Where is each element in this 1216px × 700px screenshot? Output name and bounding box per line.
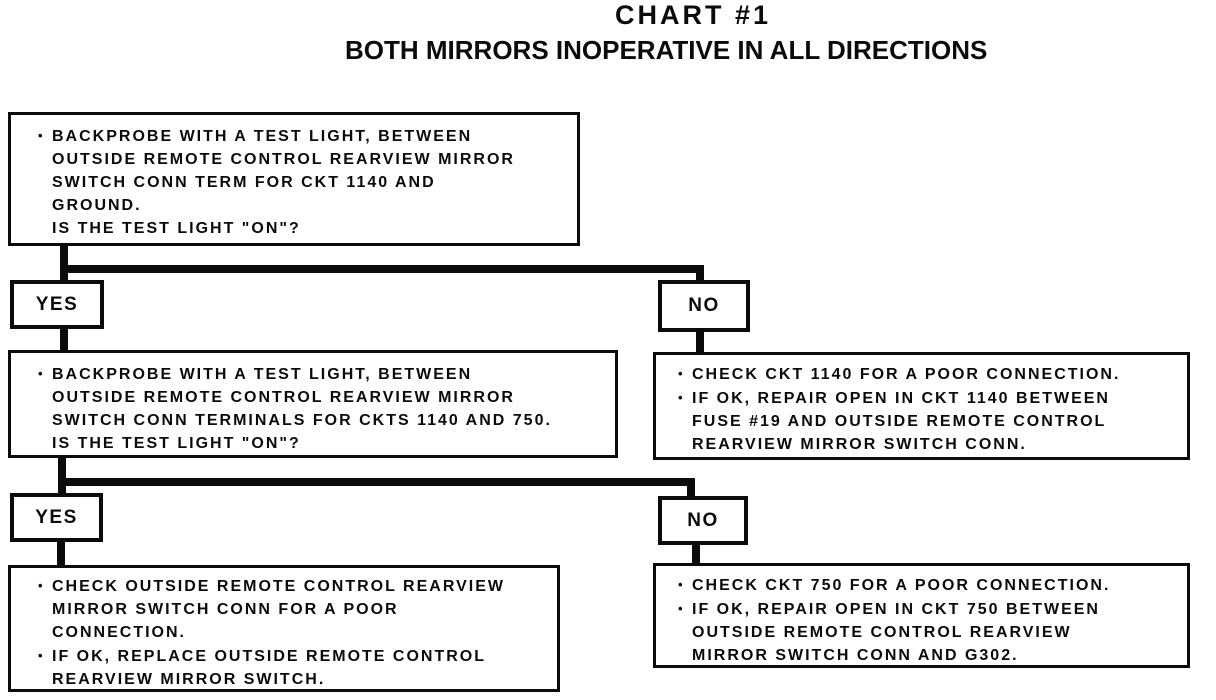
decision-label-text: NO bbox=[687, 509, 719, 531]
bullet-icon: • bbox=[38, 578, 43, 593]
box-line: MIRROR SWITCH CONN FOR A POOR bbox=[38, 598, 553, 621]
connector-yes2-a2 bbox=[57, 539, 65, 567]
box-line: OUTSIDE REMOTE CONTROL REARVIEW MIRROR bbox=[38, 148, 573, 171]
connector-no1-a1 bbox=[696, 330, 704, 354]
box-line-text: FUSE #19 AND OUTSIDE REMOTE CONTROL bbox=[692, 413, 1107, 430]
decision-label-no-2: NO bbox=[658, 496, 748, 545]
box-line: • CHECK OUTSIDE REMOTE CONTROL REARVIEW bbox=[38, 574, 553, 598]
box-line-text: IF OK, REPAIR OPEN IN CKT 1140 BETWEEN bbox=[692, 390, 1110, 407]
box-line-text: IF OK, REPLACE OUTSIDE REMOTE CONTROL bbox=[52, 648, 487, 665]
box-line-text: IF OK, REPAIR OPEN IN CKT 750 BETWEEN bbox=[692, 601, 1100, 618]
decision-label-yes-2: YES bbox=[10, 493, 103, 542]
box-line: IS THE TEST LIGHT "ON"? bbox=[38, 217, 573, 240]
connector-q1-no-drop bbox=[696, 265, 704, 282]
action-box-no-2: • CHECK CKT 750 FOR A POOR CONNECTION. • I… bbox=[653, 563, 1190, 668]
connector-q2-trunk bbox=[58, 455, 66, 495]
box-line: • BACKPROBE WITH A TEST LIGHT, BETWEEN bbox=[38, 124, 573, 148]
bullet-icon: • bbox=[38, 366, 43, 381]
box-line: IS THE TEST LIGHT "ON"? bbox=[38, 432, 611, 455]
box-line: • BACKPROBE WITH A TEST LIGHT, BETWEEN bbox=[38, 362, 611, 386]
decision-label-text: YES bbox=[35, 293, 79, 315]
box-line: REARVIEW MIRROR SWITCH CONN. bbox=[678, 433, 1183, 456]
question-box-1: • BACKPROBE WITH A TEST LIGHT, BETWEEN OU… bbox=[8, 112, 580, 246]
connector-q1-trunk bbox=[60, 242, 68, 282]
box-line-text: BACKPROBE WITH A TEST LIGHT, BETWEEN bbox=[52, 128, 473, 145]
box-line-text: CHECK OUTSIDE REMOTE CONTROL REARVIEW bbox=[52, 578, 505, 595]
box-line: SWITCH CONN TERMINALS FOR CKTS 1140 AND … bbox=[38, 409, 611, 432]
box-line: • CHECK CKT 750 FOR A POOR CONNECTION. bbox=[678, 573, 1183, 597]
decision-label-no-1: NO bbox=[658, 280, 750, 332]
box-line-text: REARVIEW MIRROR SWITCH CONN. bbox=[692, 436, 1027, 453]
box-line: FUSE #19 AND OUTSIDE REMOTE CONTROL bbox=[678, 410, 1183, 433]
box-line-text: SWITCH CONN TERM FOR CKT 1140 AND bbox=[52, 174, 436, 191]
bullet-icon: • bbox=[38, 128, 43, 143]
box-line-text: CONNECTION. bbox=[52, 624, 186, 641]
bullet-icon: • bbox=[678, 601, 683, 616]
box-line: SWITCH CONN TERM FOR CKT 1140 AND bbox=[38, 171, 573, 194]
box-line: OUTSIDE REMOTE CONTROL REARVIEW MIRROR bbox=[38, 386, 611, 409]
chart-subtitle: BOTH MIRRORS INOPERATIVE IN ALL DIRECTIO… bbox=[345, 35, 988, 65]
box-line-text: OUTSIDE REMOTE CONTROL REARVIEW bbox=[692, 624, 1072, 641]
decision-label-yes-1: YES bbox=[10, 280, 104, 329]
bullet-icon: • bbox=[678, 390, 683, 405]
box-line: • IF OK, REPAIR OPEN IN CKT 1140 BETWEEN bbox=[678, 386, 1183, 410]
box-line-text: IS THE TEST LIGHT "ON"? bbox=[52, 435, 301, 452]
connector-q2-horizontal bbox=[58, 478, 695, 486]
box-line: OUTSIDE REMOTE CONTROL REARVIEW bbox=[678, 621, 1183, 644]
connector-q2-no-drop bbox=[687, 478, 695, 498]
box-line-text: CHECK CKT 750 FOR A POOR CONNECTION. bbox=[692, 577, 1111, 594]
decision-label-text: NO bbox=[688, 295, 720, 316]
action-box-no-1: • CHECK CKT 1140 FOR A POOR CONNECTION. •… bbox=[653, 352, 1190, 460]
box-line-text: MIRROR SWITCH CONN FOR A POOR bbox=[52, 601, 399, 618]
box-line: • CHECK CKT 1140 FOR A POOR CONNECTION. bbox=[678, 362, 1183, 386]
connector-yes1-q2 bbox=[60, 326, 68, 352]
box-line: REARVIEW MIRROR SWITCH. bbox=[38, 668, 553, 691]
box-line-text: MIRROR SWITCH CONN AND G302. bbox=[692, 647, 1019, 664]
box-line-text: CHECK CKT 1140 FOR A POOR CONNECTION. bbox=[692, 366, 1121, 383]
bullet-icon: • bbox=[678, 366, 683, 381]
box-line-text: OUTSIDE REMOTE CONTROL REARVIEW MIRROR bbox=[52, 389, 515, 406]
connector-no2-a3 bbox=[692, 543, 700, 565]
box-line: MIRROR SWITCH CONN AND G302. bbox=[678, 644, 1183, 667]
action-box-yes-2: • CHECK OUTSIDE REMOTE CONTROL REARVIEW M… bbox=[8, 565, 560, 692]
box-line: CONNECTION. bbox=[38, 621, 553, 644]
bullet-icon: • bbox=[38, 648, 43, 663]
box-line: GROUND. bbox=[38, 194, 573, 217]
box-line: • IF OK, REPAIR OPEN IN CKT 750 BETWEEN bbox=[678, 597, 1183, 621]
bullet-icon: • bbox=[678, 577, 683, 592]
box-line-text: GROUND. bbox=[52, 197, 142, 214]
chart-title: CHART #1 bbox=[615, 0, 772, 30]
question-box-2: • BACKPROBE WITH A TEST LIGHT, BETWEEN OU… bbox=[8, 350, 618, 458]
box-line-text: SWITCH CONN TERMINALS FOR CKTS 1140 AND … bbox=[52, 412, 552, 429]
box-line: • IF OK, REPLACE OUTSIDE REMOTE CONTROL bbox=[38, 644, 553, 668]
decision-label-text: YES bbox=[35, 506, 78, 528]
connector-q1-horizontal bbox=[60, 265, 704, 273]
box-line-text: OUTSIDE REMOTE CONTROL REARVIEW MIRROR bbox=[52, 151, 515, 168]
box-line-text: BACKPROBE WITH A TEST LIGHT, BETWEEN bbox=[52, 366, 473, 383]
box-line-text: IS THE TEST LIGHT "ON"? bbox=[52, 220, 301, 237]
box-line-text: REARVIEW MIRROR SWITCH. bbox=[52, 671, 326, 688]
